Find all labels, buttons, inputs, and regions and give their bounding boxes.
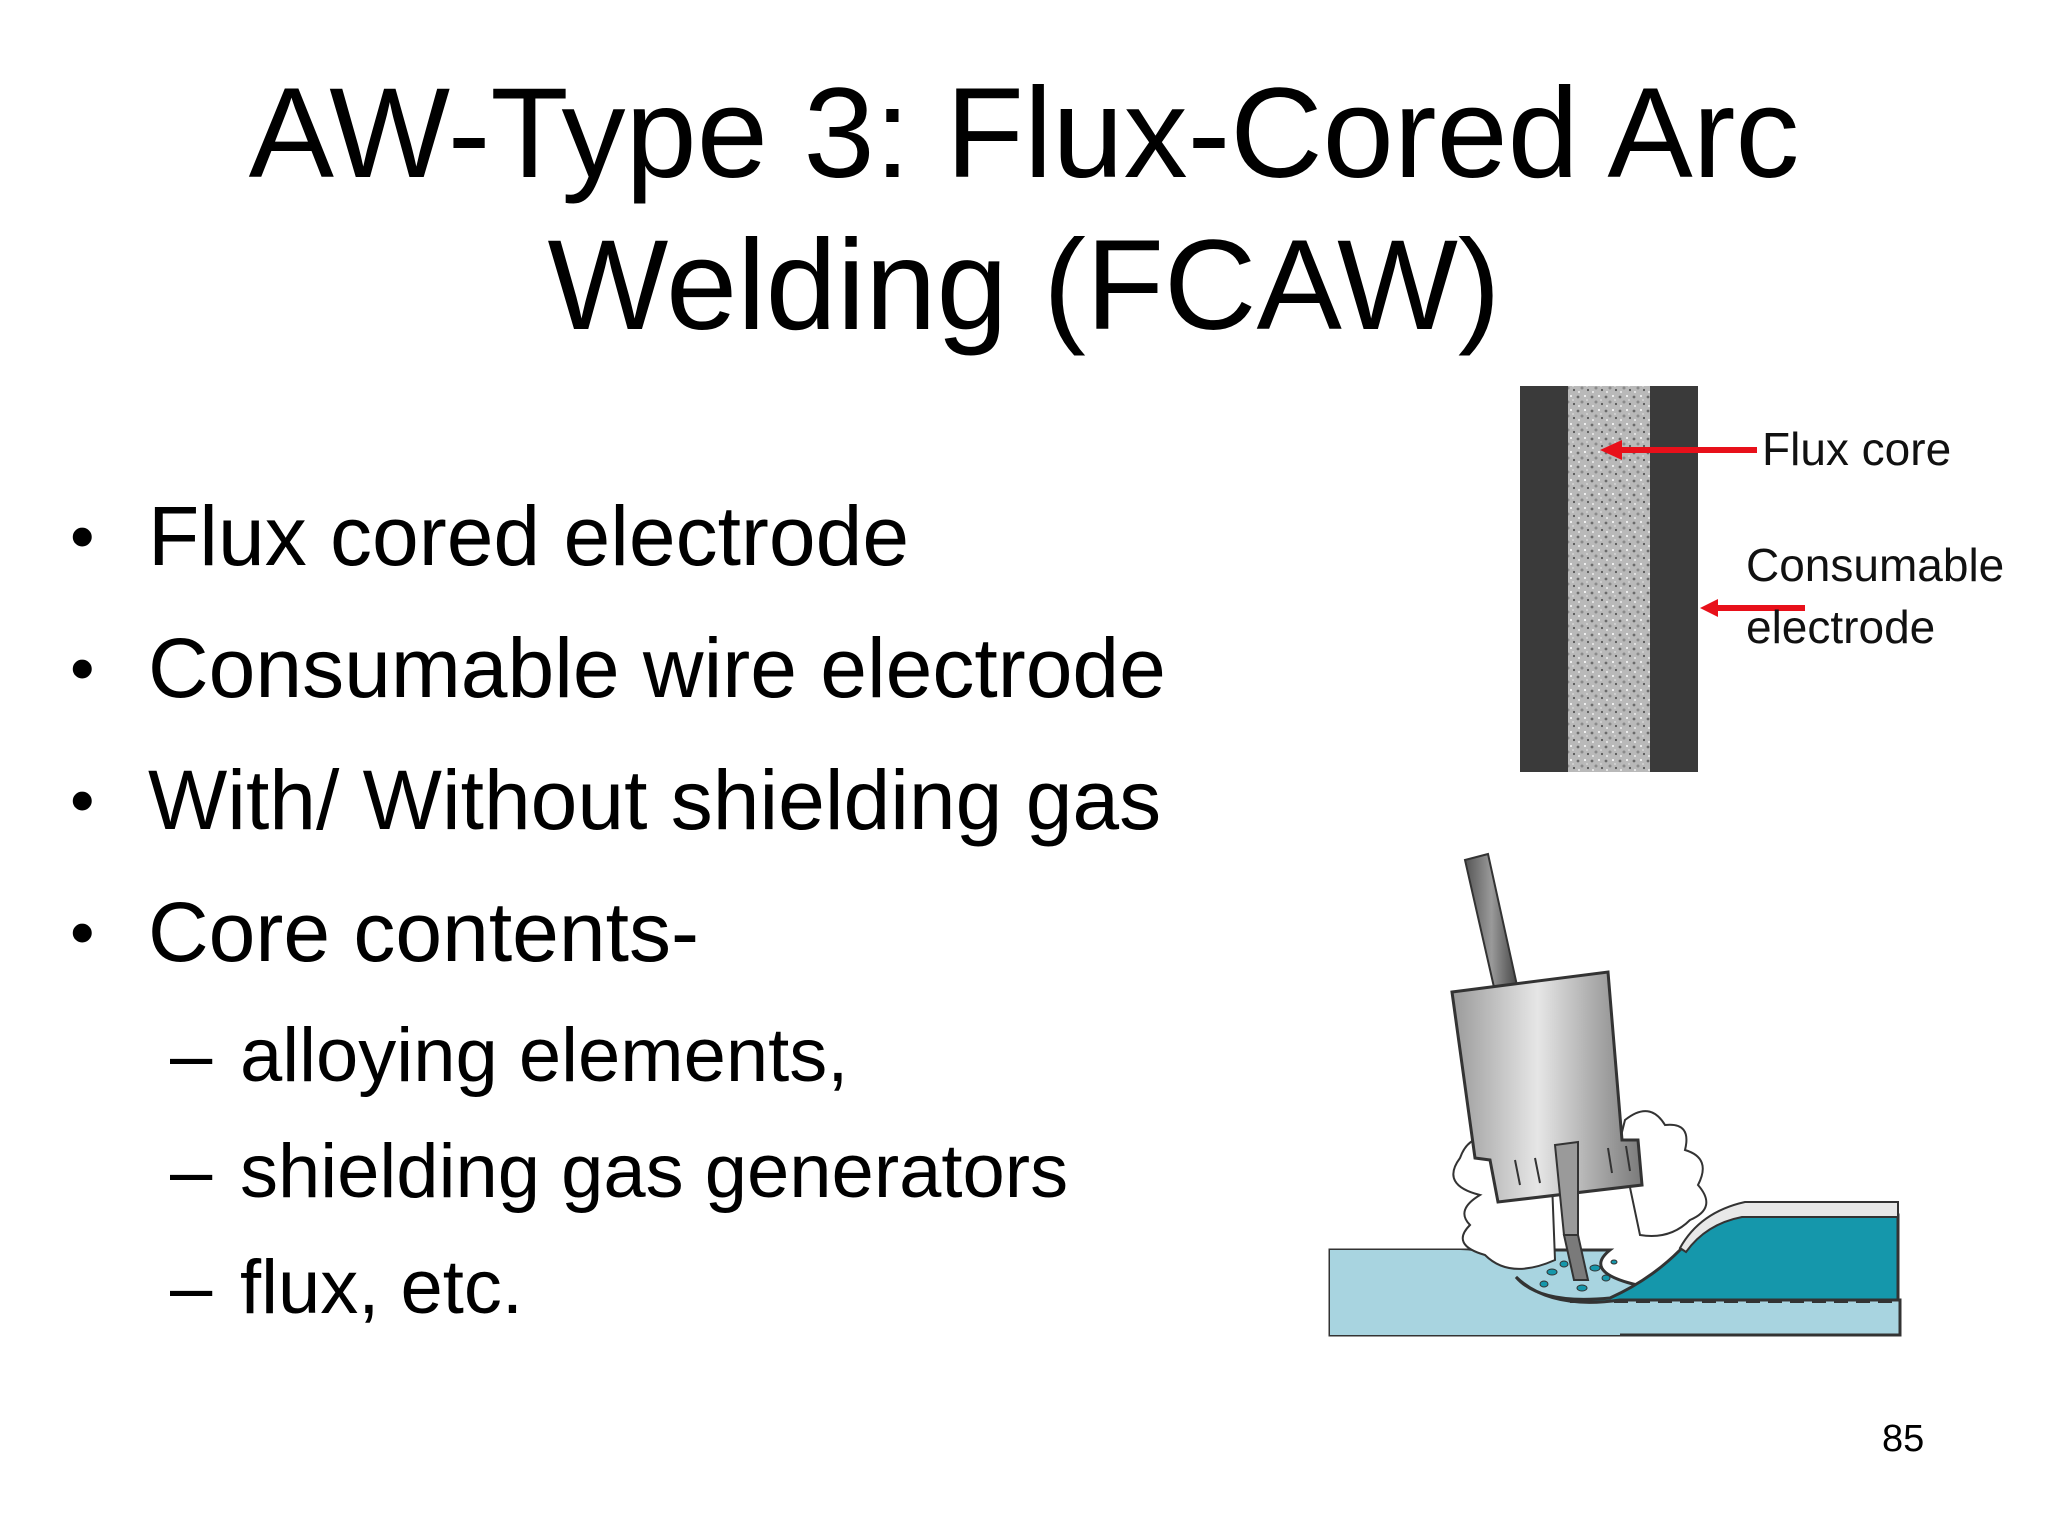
bullet-item: • Consumable wire electrode: [70, 602, 1370, 734]
contact-tip: [1553, 1140, 1579, 1236]
sub-bullet-marker: –: [170, 1245, 213, 1330]
flux-core-arrowhead: [1600, 440, 1622, 460]
nozzle-gas-holes: [1514, 1145, 1631, 1186]
sub-bullet-text: shielding gas generators: [240, 1129, 1069, 1214]
torch-nozzle: [1450, 970, 1644, 1204]
welding-torch-diagram: [1320, 840, 1920, 1350]
bullet-marker: •: [70, 761, 95, 839]
sub-bullet-text: flux, etc.: [240, 1245, 523, 1330]
slide-title: AW-Type 3: Flux-Cored Arc Welding (FCAW): [0, 58, 2048, 362]
slide-title-line-1: AW-Type 3: Flux-Cored Arc: [248, 62, 1800, 205]
arc-spatter: [1539, 1259, 1618, 1292]
slag-layer: [1678, 1201, 1899, 1254]
bullet-item: • With/ Without shielding gas: [70, 734, 1370, 866]
sub-bullet-marker: –: [170, 1129, 213, 1214]
page-number: 85: [1882, 1418, 1925, 1460]
bullet-text: With/ Without shielding gas: [148, 753, 1162, 847]
bullet-list: • Flux cored electrode • Consumable wire…: [70, 470, 1370, 1346]
bullet-item: • Core contents-: [70, 866, 1370, 998]
welding-torch-illustration: [1328, 852, 1902, 1337]
bullet-text: Core contents-: [148, 885, 699, 979]
consumable-label: Consumable: [1746, 539, 2005, 591]
electrode-cross-section-illustration: [1520, 386, 1805, 772]
sub-bullet-item: – flux, etc.: [70, 1230, 1370, 1346]
flux-core-fill: [1568, 386, 1650, 772]
sub-bullet-item: – alloying elements,: [70, 998, 1370, 1114]
bullet-item: • Flux cored electrode: [70, 470, 1370, 602]
workpiece-surface: [1330, 1250, 1620, 1335]
sub-bullet-text: alloying elements,: [240, 1013, 849, 1098]
bullet-marker: •: [70, 629, 95, 707]
flux-core-label: Flux core: [1762, 423, 1952, 475]
electrode-sheath-left: [1520, 386, 1568, 772]
electrode-sheath-right: [1650, 386, 1698, 772]
bullet-text: Consumable wire electrode: [148, 621, 1166, 715]
sub-bullet-marker: –: [170, 1013, 213, 1098]
slide-title-line-2: Welding (FCAW): [547, 214, 1501, 357]
consumable-electrode-arrowhead: [1700, 599, 1718, 617]
bullet-text: Flux cored electrode: [148, 489, 910, 583]
bullet-marker: •: [70, 497, 95, 575]
electrode-label: electrode: [1746, 601, 1936, 653]
sub-bullet-item: – shielding gas generators: [70, 1114, 1370, 1230]
bullet-marker: •: [70, 893, 95, 971]
shielding-gas-cloud-right: [1618, 1110, 1708, 1237]
electrode-cross-section-diagram: Flux core Consumable electrode: [1520, 380, 2040, 780]
gun-tube: [1463, 852, 1520, 998]
